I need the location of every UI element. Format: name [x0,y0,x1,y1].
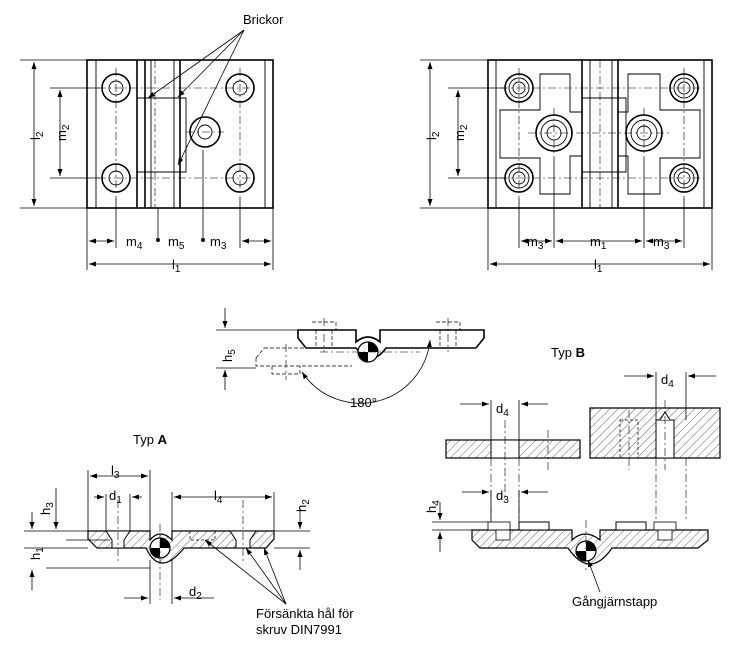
view-type-a-section: Typ A l3 d1 l4 h3 [24,432,354,637]
label-brickor: Brickor [243,12,284,27]
label-hinge-pin: Gångjärnstapp [572,594,657,609]
mounting-block [589,407,721,459]
label-typ-a: Typ A [133,432,168,447]
dim-m2-a: m2 [54,124,72,141]
view-type-b-section: Typ B d4 d4 [424,345,721,609]
dim-m3-b-left: m3 [527,234,544,252]
dim-l3: l3 [111,463,120,481]
dim-m2-b: m2 [452,124,470,141]
dim-m5-a: m5 [168,234,185,252]
dim-m4-a: m4 [126,234,143,252]
dim-m3-b-right: m3 [653,234,670,252]
dim-l2-b: l2 [424,131,442,140]
view-type-b-front: l2 m2 m3 m1 m3 l1 [420,59,713,275]
dim-l1-b: l1 [594,257,603,275]
label-countersunk-1: Försänkta hål för [256,606,354,621]
dim-l2-a: l2 [28,131,46,140]
label-typ-b: Typ B [551,345,585,360]
view-type-a-front: Brickor l2 m2 m4 m5 m3 l1 [20,12,284,275]
label-180-deg: 180° [350,395,377,410]
dim-h3: h3 [38,502,56,515]
dim-h2: h2 [294,499,312,512]
pin-symbol-b [575,540,597,562]
dim-d4-left: d4 [496,401,509,419]
dim-m3-a: m3 [210,234,227,252]
leaf-lower-dashed [255,347,352,367]
dim-h1: h1 [28,547,46,560]
view-opening-angle: h5 180° [216,308,485,410]
dim-d1: d1 [109,488,122,506]
dim-m1-b: m1 [590,234,607,252]
dim-d2: d2 [189,584,202,602]
dim-d3: d3 [496,488,509,506]
dim-d4-right: d4 [661,372,674,390]
dim-l4: l4 [214,488,223,506]
dim-l1-a: l1 [172,257,181,275]
dim-h5: h5 [220,349,238,362]
pocket-right-b [617,73,701,195]
section-a [87,530,275,564]
pocket-left-b [499,73,583,195]
label-countersunk-2: skruv DIN7991 [256,622,342,637]
dim-h4: h4 [424,500,442,513]
